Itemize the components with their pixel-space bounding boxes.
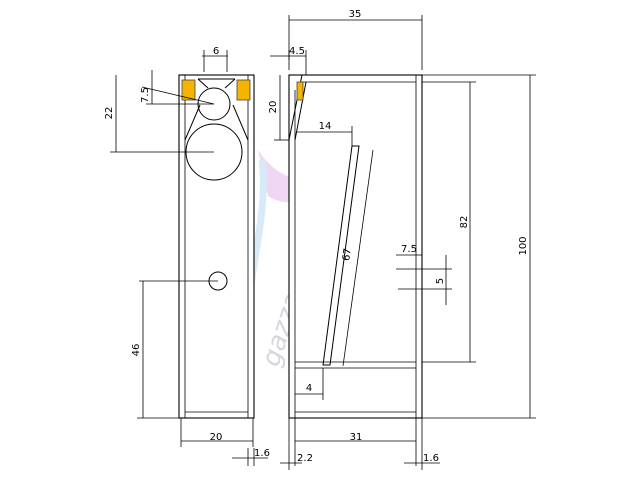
dim-inner-height: 82 — [459, 216, 470, 229]
dim-depth: 35 — [349, 9, 362, 20]
dim-bottom-offset: 4 — [306, 383, 312, 394]
dim-port-gap: 7.5 — [401, 244, 417, 255]
dim-line-offset: 14 — [319, 121, 332, 132]
dim-front-wall-side: 2.2 — [297, 453, 313, 464]
dim-inner-width: 20 — [210, 432, 223, 443]
dim-total-height: 100 — [518, 236, 529, 255]
side-view: 35 4.5 20 14 67 7.5 5 82 100 4 31 2.2 1.… — [268, 9, 536, 470]
tweeter-pad-side — [296, 81, 304, 101]
dim-back-wall: 1.6 — [423, 453, 439, 464]
dim-port-height: 46 — [131, 344, 142, 357]
tweeter-pad-right — [236, 79, 251, 101]
dim-chamfer: 4.5 — [289, 46, 305, 57]
dim-chamfer-height: 20 — [268, 101, 279, 114]
tweeter-pad-left — [181, 79, 196, 101]
dim-line-length: 67 — [341, 248, 354, 262]
dim-tweeter-gap: 6 — [213, 46, 219, 57]
dim-woofer-height: 22 — [104, 107, 115, 120]
dim-tweeter-height: 7.5 — [140, 87, 151, 103]
dim-port-size: 5 — [435, 278, 446, 284]
front-outer-panel — [178, 74, 255, 419]
front-view: 6 7.5 22 46 20 1.6 — [104, 46, 270, 466]
internal-line-board — [322, 145, 360, 366]
dim-inner-depth: 31 — [350, 432, 363, 443]
dim-front-wall: 1.6 — [254, 448, 270, 459]
